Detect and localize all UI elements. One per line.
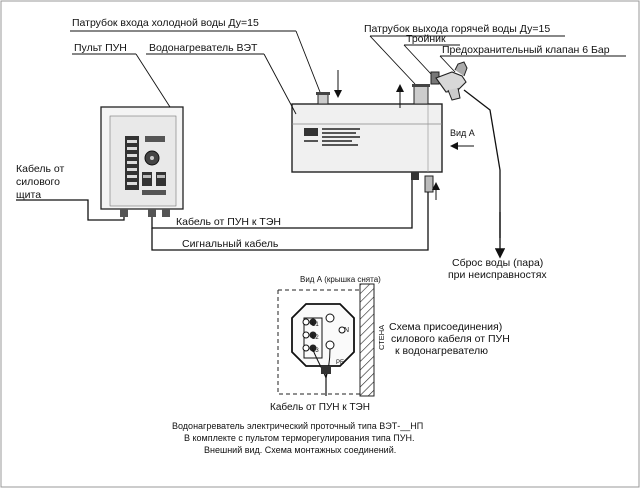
caption-line-2: В комплекте с пультом терморегулирования… bbox=[184, 433, 414, 443]
heater-logo bbox=[304, 128, 318, 136]
terminal-pe: PE bbox=[336, 360, 344, 366]
terminal-n: N bbox=[344, 327, 349, 334]
label-discharge-2: при неисправностях bbox=[448, 269, 547, 281]
label-heater: Водонагреватель ВЭТ bbox=[149, 42, 258, 54]
control-unit bbox=[100, 106, 184, 217]
label-wall: СТЕНА bbox=[377, 325, 386, 350]
wall-hatching bbox=[359, 283, 375, 397]
tee-and-safety-valve bbox=[430, 61, 468, 101]
label-view-a: Вид А bbox=[450, 128, 475, 138]
label-cold-inlet: Патрубок входа холодной воды Ду=15 bbox=[72, 17, 259, 29]
label-scheme-2: силового кабеля от ПУН bbox=[391, 333, 510, 345]
caption-line-3: Внешний вид. Схема монтажных соединений. bbox=[204, 445, 396, 455]
label-view-a-cover: Вид А (крышка снята) bbox=[300, 275, 381, 284]
label-safety-valve: Предохранительный клапан 6 Бар bbox=[442, 44, 610, 56]
label-bottom-cable: Кабель от ПУН к ТЭН bbox=[270, 401, 370, 413]
cables bbox=[16, 89, 501, 251]
label-pun-ten-cable: Кабель от ПУН к ТЭН bbox=[176, 216, 281, 228]
label-control-unit: Пульт ПУН bbox=[74, 42, 127, 54]
junction-box bbox=[291, 303, 355, 367]
label-scheme-1: Схема присоединения) bbox=[389, 321, 502, 333]
terminal-l1: L1 bbox=[312, 322, 319, 328]
terminal-l3: L3 bbox=[312, 348, 319, 354]
label-scheme-3: к водонагревателю bbox=[395, 345, 488, 357]
flow-arrows bbox=[334, 70, 474, 200]
caption-line-1: Водонагреватель электрический проточный … bbox=[172, 421, 423, 431]
view-a-detail bbox=[277, 283, 375, 397]
water-heater bbox=[291, 84, 443, 193]
label-signal-cable: Сигнальный кабель bbox=[182, 238, 279, 250]
label-power-cable-1: Кабель от bbox=[16, 163, 64, 175]
label-tee: Тройник bbox=[406, 33, 446, 45]
terminal-l2: L2 bbox=[312, 335, 319, 341]
label-discharge-1: Сброс воды (пара) bbox=[452, 257, 543, 269]
label-power-cable-3: щита bbox=[16, 189, 41, 201]
label-power-cable-2: силового bbox=[16, 176, 60, 188]
label-hot-outlet: Патрубок выхода горячей воды Ду=15 bbox=[364, 23, 550, 35]
leader-lines bbox=[70, 30, 626, 115]
